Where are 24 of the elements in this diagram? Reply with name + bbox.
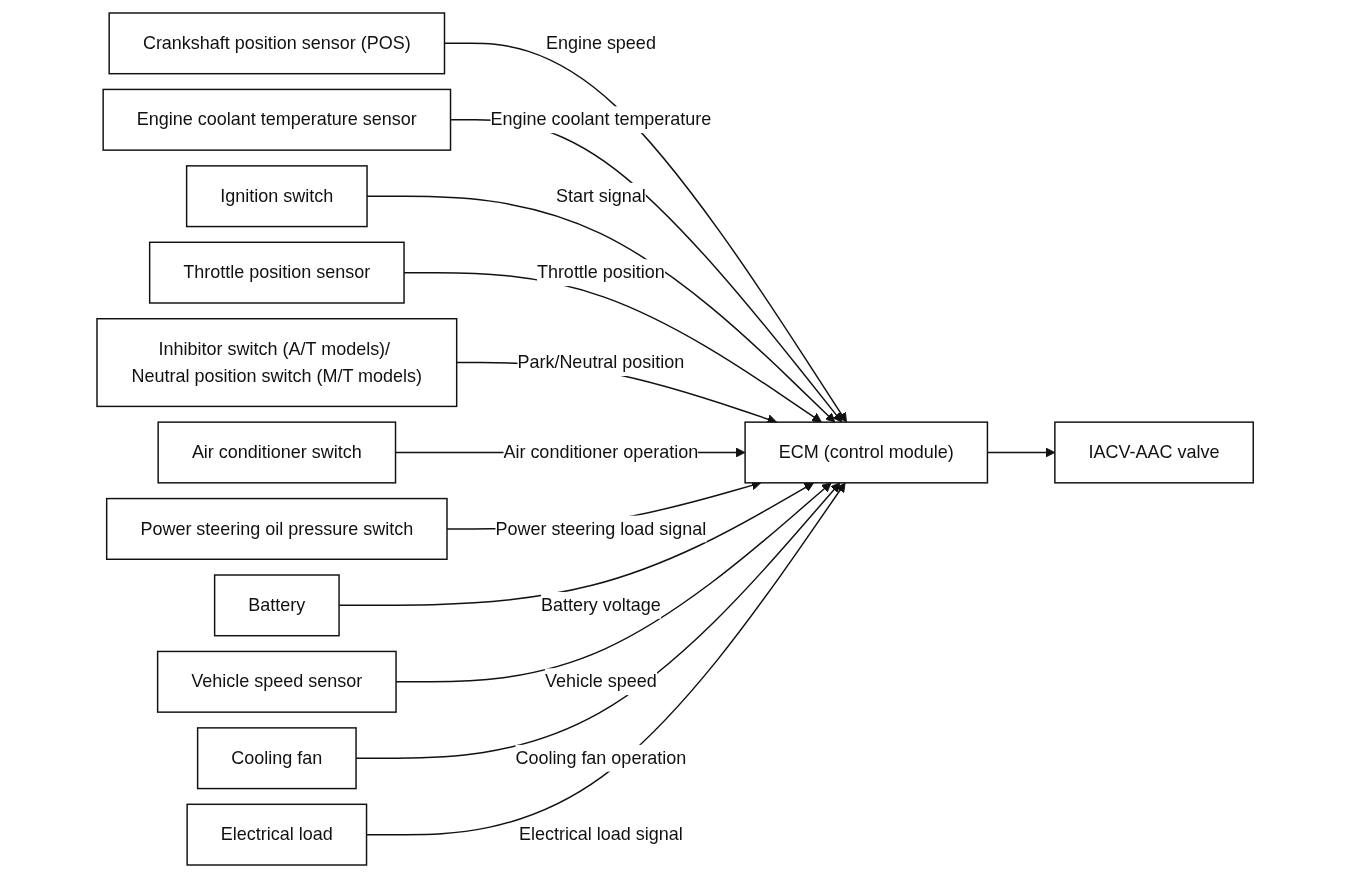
- node-box: Air conditioner switch: [157, 421, 397, 484]
- node-box: Power steering oil pressure switch: [105, 497, 448, 560]
- edge-label: Power steering load signal: [495, 518, 707, 538]
- edge-label: Throttle position: [536, 262, 665, 282]
- edge-label: Electrical load signal: [518, 824, 683, 844]
- edge-label: Cooling fan operation: [515, 748, 687, 768]
- node-box: Vehicle speed sensor: [156, 650, 397, 713]
- node-box: Cooling fan: [196, 727, 357, 790]
- edge-label: Start signal: [555, 186, 646, 206]
- node-box: Throttle position sensor: [148, 241, 405, 304]
- node-box: Inhibitor switch (A/T models)/ Neutral position switch (M/T models): [96, 318, 458, 408]
- edge-label: Engine coolant temperature: [490, 109, 712, 129]
- edge-label: Air conditioner operation: [503, 442, 699, 462]
- node-box: ECM (control module): [744, 421, 989, 484]
- node-box: Battery: [213, 574, 340, 637]
- edge-label: Vehicle speed: [544, 671, 657, 691]
- edge-label: Battery voltage: [540, 595, 661, 615]
- edge-label: Engine speed: [545, 33, 656, 53]
- node-box: IACV-AAC valve: [1054, 421, 1254, 484]
- node-box: Engine coolant temperature sensor: [102, 88, 452, 151]
- edge-label: Park/Neutral position: [517, 352, 685, 372]
- node-box: Electrical load: [186, 803, 368, 866]
- node-box: Crankshaft position sensor (POS): [108, 12, 446, 75]
- node-box: Ignition switch: [185, 165, 368, 228]
